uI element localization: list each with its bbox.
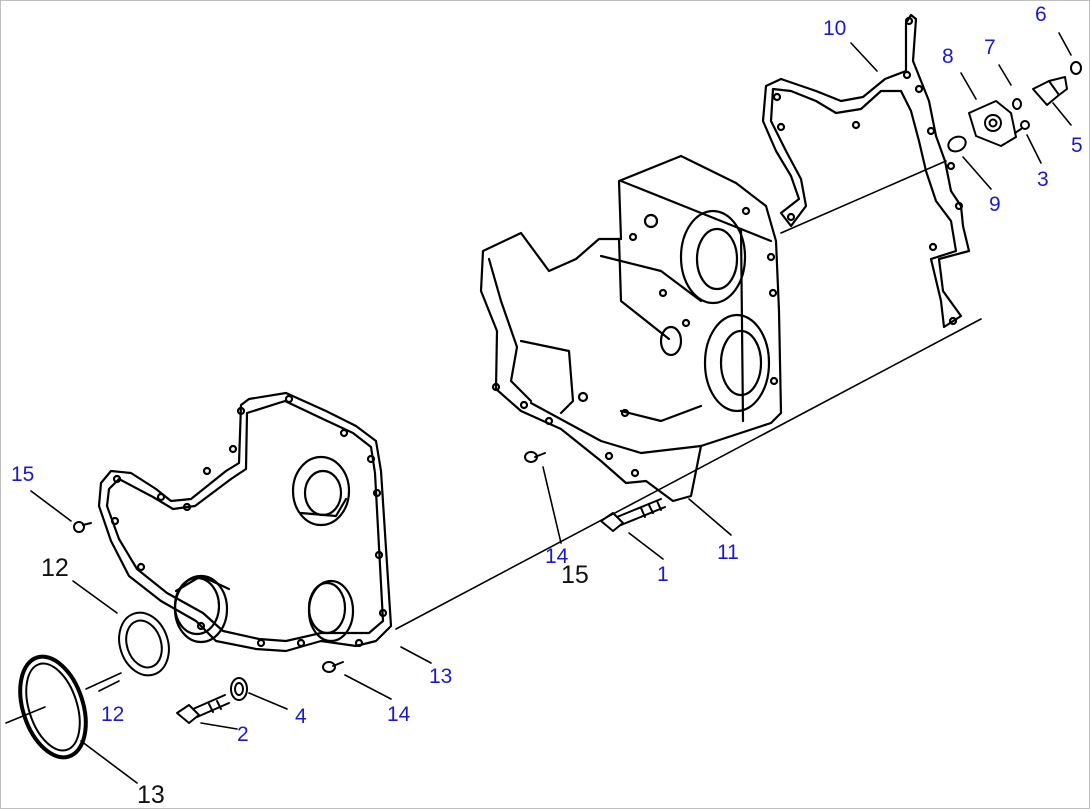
gasket-7 bbox=[1012, 98, 1022, 110]
callout-9: 9 bbox=[989, 193, 1001, 216]
callout-12-black: 12 bbox=[41, 554, 69, 582]
callout-1: 1 bbox=[657, 563, 669, 586]
screw-14-lower bbox=[322, 661, 344, 673]
wear-sleeve bbox=[18, 654, 88, 760]
bolt-3 bbox=[1014, 120, 1030, 134]
plug-6 bbox=[1070, 61, 1082, 75]
bolt-2 bbox=[176, 694, 230, 724]
bolt-1 bbox=[600, 498, 666, 532]
callout-labels: 10 8 7 6 5 3 9 15 12 12 13 13 14 14 15 1… bbox=[11, 3, 1083, 808]
callout-13-blue: 13 bbox=[429, 665, 452, 688]
sensor-5 bbox=[1032, 76, 1068, 106]
callout-13-black: 13 bbox=[137, 781, 165, 808]
rear-gasket bbox=[761, 13, 971, 329]
callout-10: 10 bbox=[823, 17, 846, 40]
gear-housing bbox=[479, 154, 783, 503]
leader-lines bbox=[30, 32, 1072, 784]
callout-3: 3 bbox=[1037, 168, 1049, 191]
sensor-housing bbox=[968, 100, 1017, 147]
callout-6: 6 bbox=[1035, 3, 1047, 26]
oil-seal bbox=[118, 611, 170, 677]
callout-12-blue: 12 bbox=[101, 703, 124, 726]
front-cover bbox=[97, 391, 393, 653]
callout-7: 7 bbox=[984, 36, 996, 59]
o-ring-9 bbox=[947, 135, 967, 153]
callout-15-black: 15 bbox=[561, 561, 589, 589]
callout-4: 4 bbox=[295, 705, 307, 728]
washer-4 bbox=[230, 677, 248, 701]
callout-2: 2 bbox=[237, 723, 249, 746]
callout-15-left: 15 bbox=[11, 463, 34, 486]
screw-14-upper bbox=[524, 451, 546, 463]
callout-8: 8 bbox=[942, 45, 954, 68]
screw-15-left bbox=[73, 521, 92, 533]
callout-14-upper: 14 bbox=[545, 545, 569, 568]
callout-14-lower: 14 bbox=[387, 703, 411, 726]
callout-11: 11 bbox=[717, 541, 739, 564]
callout-5: 5 bbox=[1071, 134, 1083, 157]
